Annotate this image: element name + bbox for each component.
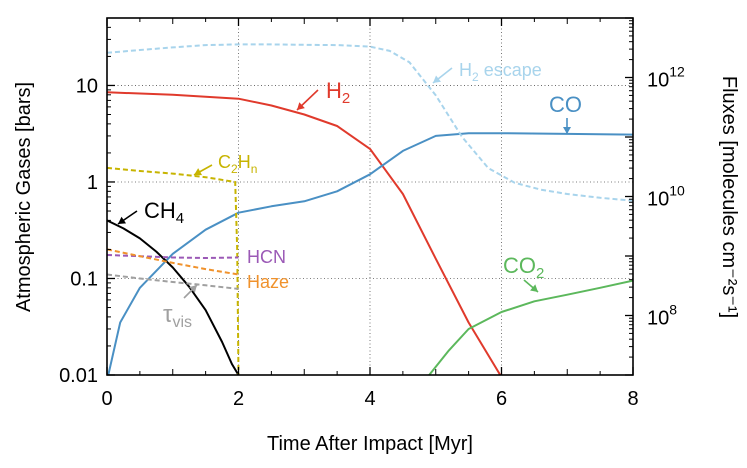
series-line-h2-escape [107, 43, 633, 202]
series-line-ch4 [107, 219, 240, 375]
series-label-co: CO [549, 92, 582, 117]
series-line-tau-vis [107, 273, 239, 290]
label-arrowhead-h2-escape [433, 75, 441, 83]
series-line-haze [107, 248, 239, 276]
label-arrowhead-tau-vis [189, 285, 197, 293]
series-line-co [107, 132, 633, 375]
series-label-haze: Haze [247, 272, 289, 292]
y-tick-label-left: 1 [87, 172, 98, 194]
x-tick-label: 8 [627, 388, 638, 410]
y-tick-label-right: 108 [647, 302, 677, 330]
y-axis-label-left: Atmospheric Gases [bars] [13, 82, 35, 312]
series-label-h2: H2 [326, 78, 350, 107]
x-tick-label: 0 [101, 388, 112, 410]
x-tick-label: 2 [233, 388, 244, 410]
y-axis-label-right: Fluxes [molecules cm⁻²s⁻¹] [718, 76, 740, 318]
series-line-h2 [107, 91, 502, 375]
series-line-c2hn [107, 166, 240, 375]
series-layer [107, 43, 633, 375]
y-tick-label-right: 1010 [647, 183, 685, 211]
y-tick-label-right: 1012 [647, 64, 685, 92]
x-tick-label: 4 [364, 388, 375, 410]
series-line-hcn [107, 254, 239, 259]
axis-ticks: 0 2 4 6 8 0.01 0.1 1 10 108 1010 1012 [59, 17, 685, 410]
label-arrowhead-co2 [530, 284, 538, 292]
y-tick-label-left: 0.01 [59, 365, 98, 387]
y-tick-label-left: 0.1 [70, 268, 98, 290]
series-label-tau-vis: τvis [163, 301, 192, 331]
label-arrowhead-h2 [297, 102, 305, 110]
series-line-co2 [428, 279, 633, 375]
x-tick-label: 6 [496, 388, 507, 410]
label-arrowhead-ch4 [118, 216, 127, 224]
series-label-c2hn: C2Hn [218, 152, 257, 176]
series-label-co2: CO2 [503, 253, 544, 282]
label-arrowhead-c2hn [194, 168, 203, 176]
series-label-h2-escape: H2 escape [459, 60, 542, 84]
series-label-hcn: HCN [247, 247, 286, 267]
y-tick-label-left: 10 [76, 75, 98, 97]
grid-lines [107, 18, 633, 375]
x-axis-label: Time After Impact [Myr] [267, 433, 473, 455]
label-arrowhead-co [563, 127, 571, 134]
series-label-ch4: CH4 [144, 198, 184, 227]
